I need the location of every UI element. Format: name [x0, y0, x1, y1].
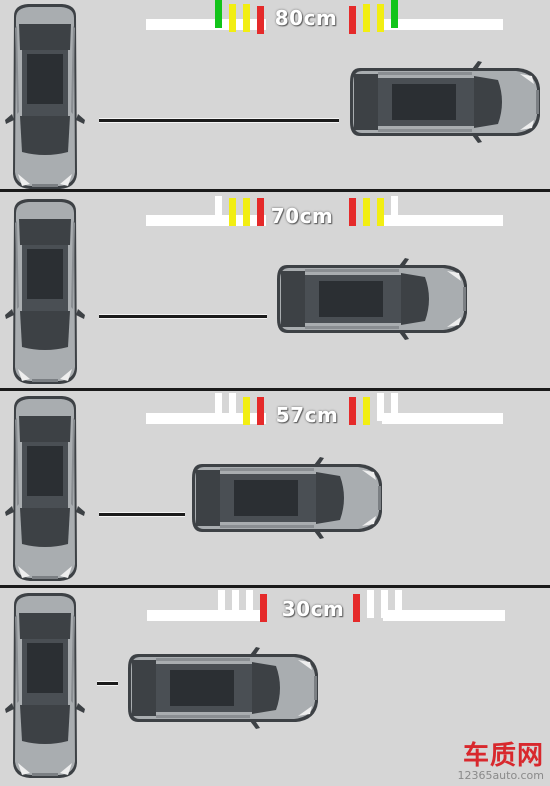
reversing-car-1: [350, 61, 540, 143]
indicator-right-3: [363, 4, 370, 32]
gauge-bar-right: [383, 610, 505, 621]
indicator-left-4: [260, 594, 267, 622]
indicator-right-2: [377, 198, 384, 226]
panel-divider: [0, 585, 550, 588]
indicator-left-2: [229, 393, 236, 421]
indicator-left-3: [246, 590, 253, 618]
parked-car-3: [5, 396, 85, 581]
watermark-logo: 车质网 12365auto.com: [457, 742, 544, 782]
distance-label: 80cm: [274, 6, 338, 30]
gap-line: [99, 118, 339, 123]
parked-car-1: [5, 4, 85, 189]
indicator-left-1: [215, 196, 222, 224]
reversing-car-2: [277, 258, 467, 340]
reversing-car-4: [128, 647, 318, 729]
indicator-right-3: [363, 198, 370, 226]
indicator-left-3: [243, 397, 250, 425]
indicator-left-4: [257, 198, 264, 226]
distance-label: 30cm: [281, 597, 345, 621]
gauge-bar-right: [382, 19, 503, 30]
indicator-right-2: [377, 4, 384, 32]
indicator-left-4: [257, 397, 264, 425]
gauge-bar-left: [147, 610, 267, 621]
gap-line: [97, 681, 118, 686]
watermark-brand: 车质网: [462, 741, 544, 771]
distance-label: 70cm: [270, 204, 334, 228]
indicator-right-4: [349, 397, 356, 425]
indicator-right-2: [381, 590, 388, 618]
gap-line: [99, 314, 267, 319]
indicator-left-3: [243, 4, 250, 32]
parked-car-4: [5, 593, 85, 778]
indicator-right-3: [363, 397, 370, 425]
gauge-bar-left: [146, 215, 266, 226]
panel-divider: [0, 388, 550, 391]
indicator-left-1: [215, 393, 222, 421]
indicator-left-2: [229, 4, 236, 32]
panel-divider: [0, 189, 550, 192]
gauge-bar-left: [146, 19, 266, 30]
indicator-left-4: [257, 6, 264, 34]
watermark-url: 12365auto.com: [457, 769, 544, 782]
distance-label: 57cm: [275, 403, 339, 427]
indicator-right-1: [391, 393, 398, 421]
indicator-right-4: [349, 6, 356, 34]
indicator-right-3: [367, 590, 374, 618]
indicator-right-1: [395, 590, 402, 618]
gauge-bar-right: [382, 215, 503, 226]
parked-car-2: [5, 199, 85, 384]
gap-line: [99, 512, 185, 517]
indicator-right-1: [391, 196, 398, 224]
indicator-left-1: [215, 0, 222, 28]
indicator-left-2: [232, 590, 239, 618]
gauge-bar-left: [146, 413, 266, 424]
indicator-right-4: [349, 198, 356, 226]
indicator-left-1: [218, 590, 225, 618]
indicator-right-1: [391, 0, 398, 28]
indicator-left-2: [229, 198, 236, 226]
reversing-car-3: [192, 457, 382, 539]
indicator-right-4: [353, 594, 360, 622]
gauge-bar-right: [382, 413, 503, 424]
indicator-right-2: [377, 393, 384, 421]
indicator-left-3: [243, 198, 250, 226]
